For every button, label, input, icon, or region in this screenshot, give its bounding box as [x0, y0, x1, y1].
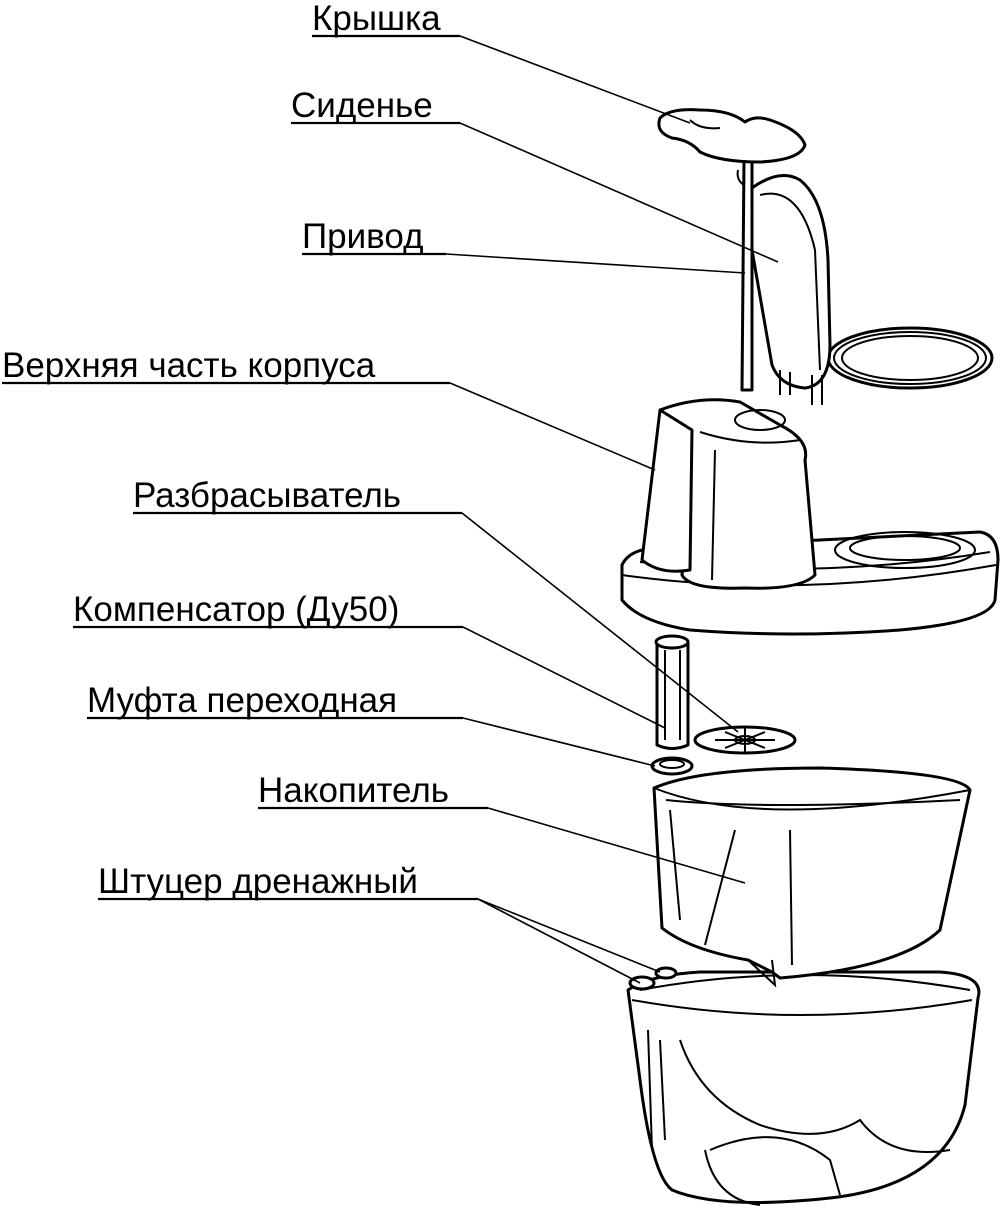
spreader-part: [693, 725, 797, 755]
leader-drain-1: [477, 898, 641, 984]
label-drain-fitting: Штуцер дренажный: [98, 862, 418, 901]
label-drive: Привод: [302, 217, 424, 256]
leader-seat: [459, 122, 779, 263]
label-coupling: Муфта переходная: [87, 681, 397, 720]
leader-upper-body: [449, 382, 656, 471]
leader-drain-2: [477, 898, 661, 973]
label-lid: Крышка: [312, 0, 441, 38]
leader-lid: [459, 35, 691, 124]
seat-part: [750, 174, 994, 405]
leader-spreader: [461, 512, 739, 733]
lid-part: [657, 108, 807, 164]
leader-tank: [487, 807, 746, 884]
upper-body-part: [620, 398, 1000, 636]
drive-part: [736, 158, 754, 392]
label-seat: Сиденье: [291, 86, 433, 125]
label-spreader: Разбрасыватель: [133, 476, 401, 515]
labels: Крышка Сиденье Привод Верхняя часть корп…: [2, 0, 488, 901]
leader-drive: [445, 253, 746, 274]
label-upper-body: Верхняя часть корпуса: [2, 346, 376, 385]
drain-fitting-part: [628, 966, 678, 991]
coupling-part: [650, 756, 694, 776]
leader-lines: [445, 35, 779, 984]
leader-coupling: [462, 717, 656, 767]
leader-compensator: [462, 626, 666, 729]
compensator-part: [654, 634, 690, 750]
label-tank: Накопитель: [258, 771, 449, 810]
tank-part: [652, 766, 972, 988]
label-compensator: Компенсатор (Ду50): [73, 590, 399, 629]
lower-base-part: [626, 970, 981, 1206]
